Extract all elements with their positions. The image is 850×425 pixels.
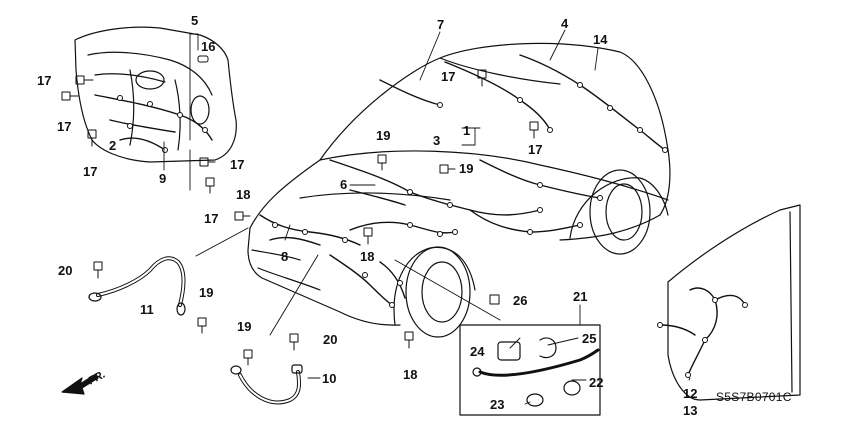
callout-19: 19 — [199, 285, 214, 300]
callout-17: 17 — [83, 164, 98, 179]
callout-6: 6 — [340, 177, 348, 192]
callout-11: 11 — [140, 302, 154, 317]
fastener-icons — [61, 55, 539, 366]
callout-17: 17 — [204, 211, 219, 226]
callout-19: 19 — [376, 128, 391, 143]
callout-7: 7 — [437, 17, 445, 32]
ground-cable-10 — [230, 364, 303, 405]
diagram-code: S5S7B0701C — [716, 390, 792, 404]
callout-18: 18 — [236, 187, 251, 202]
callout-18: 18 — [360, 249, 375, 264]
callout-17: 17 — [57, 119, 72, 134]
callout-17: 17 — [528, 142, 543, 157]
callout-17: 17 — [37, 73, 52, 88]
callout-9: 9 — [159, 171, 167, 186]
callout-4: 4 — [561, 16, 569, 31]
callout-19: 19 — [459, 161, 474, 176]
front-arrow-icon — [61, 373, 99, 395]
parts-box-21 — [459, 324, 601, 416]
callout-21: 21 — [573, 289, 588, 304]
callout-19: 19 — [237, 319, 252, 334]
callout-22: 22 — [589, 375, 604, 390]
callout-17: 17 — [230, 157, 245, 172]
callout-20: 20 — [323, 332, 338, 347]
callout-25: 25 — [582, 331, 597, 346]
callout-8: 8 — [281, 249, 289, 264]
battery-cable-11 — [88, 256, 186, 316]
door-panel — [667, 204, 801, 401]
callout-1: 1 — [463, 123, 471, 138]
car-body-outline — [247, 42, 671, 338]
callout-16: 16 — [201, 39, 216, 54]
harness-connectors — [117, 82, 748, 378]
callout-5: 5 — [191, 13, 199, 28]
leader-lines — [163, 29, 691, 405]
callout-10: 10 — [322, 371, 337, 386]
callout-3: 3 — [433, 133, 441, 148]
callout-2: 2 — [109, 138, 117, 153]
callout-12: 12 — [683, 386, 698, 401]
callout-26: 26 — [513, 293, 528, 308]
callout-17: 17 — [441, 69, 456, 84]
callout-20: 20 — [58, 263, 73, 278]
callout-23: 23 — [490, 397, 505, 412]
callout-18: 18 — [403, 367, 418, 382]
callout-13: 13 — [683, 403, 698, 418]
callout-24: 24 — [470, 344, 485, 359]
callout-14: 14 — [593, 32, 608, 47]
